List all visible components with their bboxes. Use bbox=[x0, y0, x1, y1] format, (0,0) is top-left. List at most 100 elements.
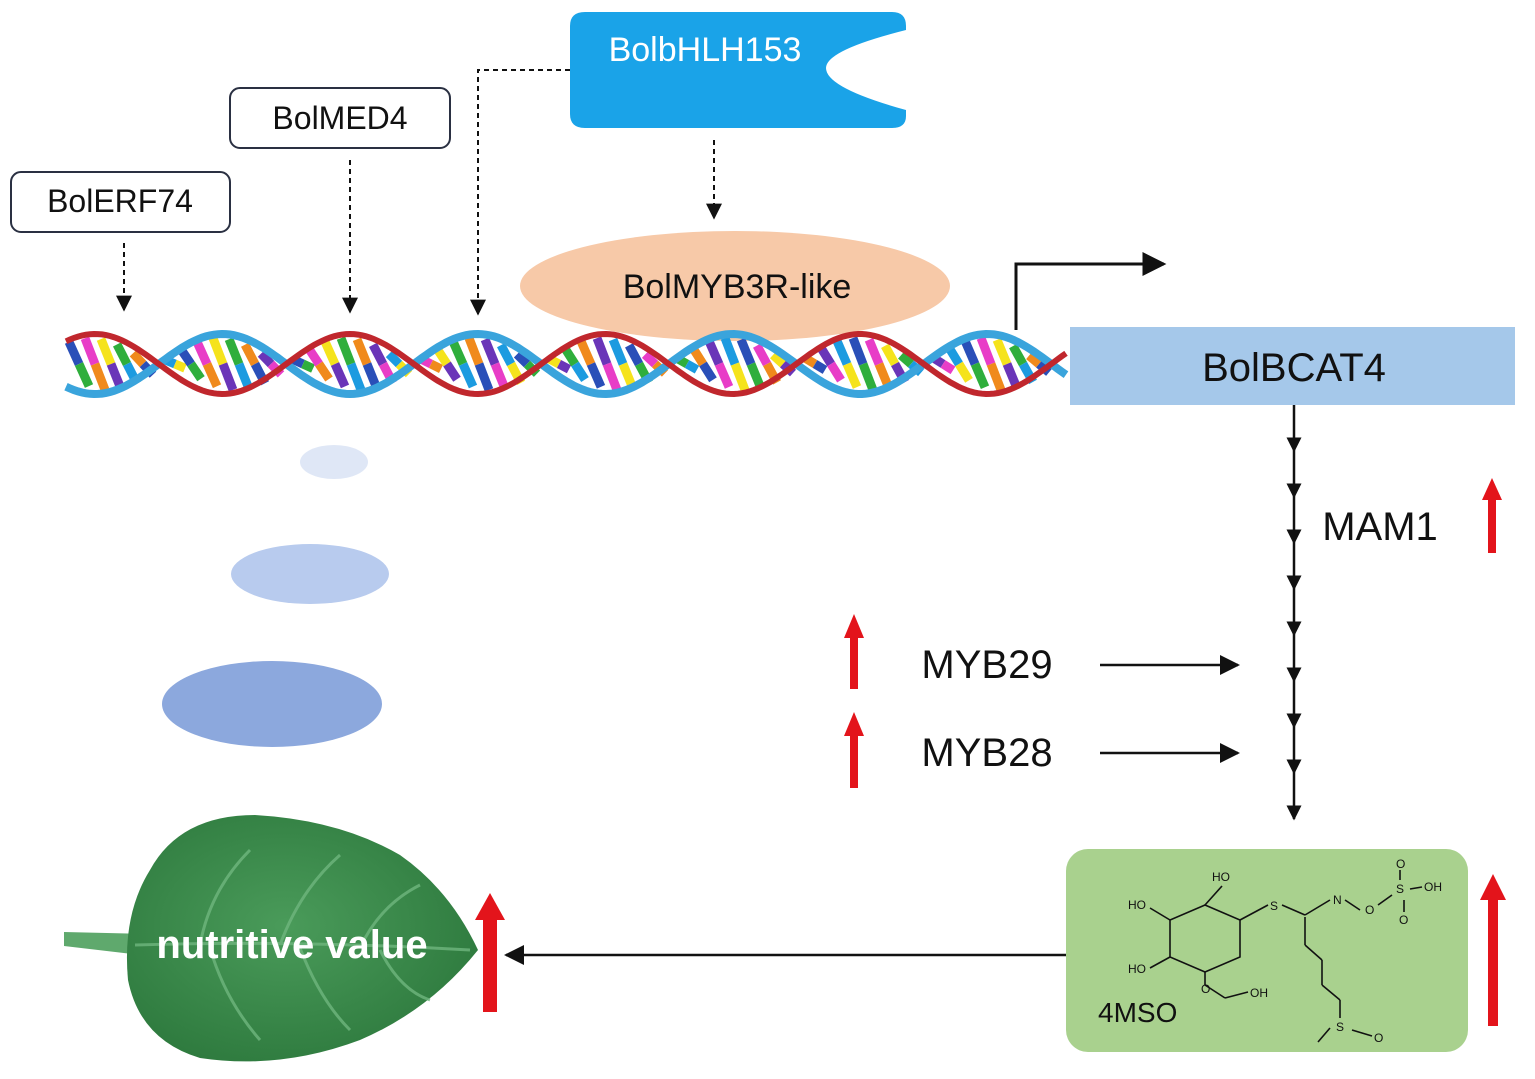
4mso-product-box: HO HO HO S N O S O O OH O OH S O 4MSO bbox=[1066, 849, 1468, 1052]
bolbhlh153-shape: BolbHLH153 bbox=[570, 12, 906, 128]
dna-base bbox=[96, 337, 116, 366]
transcription-start-arrow bbox=[1014, 252, 1167, 330]
atom-ho-top: HO bbox=[1212, 870, 1230, 884]
dna-base bbox=[602, 362, 622, 392]
dna-base bbox=[458, 362, 478, 389]
dna-base bbox=[301, 359, 315, 373]
dna-base bbox=[592, 336, 612, 366]
dna-base bbox=[192, 339, 212, 366]
atom-n: N bbox=[1333, 893, 1342, 907]
bolbhlh153-label: BolbHLH153 bbox=[609, 31, 802, 69]
4mso-label: 4MSO bbox=[1098, 997, 1177, 1028]
dna-base bbox=[753, 343, 771, 367]
atom-ho-left-upper: HO bbox=[1128, 898, 1146, 912]
dna-base bbox=[556, 360, 572, 374]
dna-base bbox=[315, 361, 333, 382]
dna-base bbox=[474, 362, 494, 392]
dna-base bbox=[448, 339, 468, 366]
dna-base bbox=[970, 362, 990, 390]
dna-base bbox=[513, 351, 531, 368]
dna-base bbox=[202, 362, 222, 389]
dna-base bbox=[336, 336, 356, 366]
dna-base bbox=[940, 360, 956, 375]
mam1-label: MAM1 bbox=[1322, 505, 1438, 549]
dna-base bbox=[561, 346, 579, 367]
myb28-up-arrow bbox=[844, 712, 864, 788]
dna-base bbox=[224, 337, 244, 366]
dna-base bbox=[490, 362, 510, 391]
dna-base bbox=[608, 337, 628, 366]
dna-base bbox=[320, 339, 340, 366]
dna-base bbox=[1009, 343, 1027, 367]
dna-base bbox=[80, 336, 100, 366]
dna-base bbox=[812, 360, 828, 374]
atom-ho-left-lower: HO bbox=[1128, 962, 1146, 976]
dna-base bbox=[704, 339, 724, 366]
atom-o-sulfo-top: O bbox=[1396, 857, 1405, 871]
atom-s-sulfoxide: S bbox=[1336, 1020, 1344, 1034]
dna-base bbox=[429, 359, 443, 373]
atom-oh-sulfo: OH bbox=[1424, 880, 1442, 894]
dna-base bbox=[305, 346, 323, 367]
dna-base bbox=[898, 351, 914, 368]
dna-base bbox=[576, 339, 596, 366]
4mso-structure bbox=[1149, 870, 1423, 1043]
leaf: nutritive value bbox=[64, 815, 479, 1062]
dna-base bbox=[464, 336, 484, 366]
dna-base bbox=[443, 361, 461, 382]
dna-base bbox=[1026, 352, 1042, 368]
dna-base bbox=[241, 342, 259, 367]
dna-base bbox=[129, 350, 147, 368]
4mso-up-arrow bbox=[1480, 874, 1506, 1026]
dna-base bbox=[945, 345, 963, 367]
dna-base bbox=[960, 338, 980, 366]
atom-o-link: O bbox=[1365, 903, 1374, 917]
dna-strand-red bbox=[64, 330, 1068, 398]
atom-o-sulfo-bottom: O bbox=[1399, 913, 1408, 927]
bolbcat4-gene-box: BolBCAT4 bbox=[1070, 327, 1515, 405]
dna-base bbox=[992, 338, 1012, 366]
atom-s-sulfo: S bbox=[1396, 882, 1404, 896]
dna-base bbox=[864, 338, 884, 366]
bolmyb3r-like-ellipse: BolMYB3R-like bbox=[520, 231, 950, 341]
dna-base bbox=[112, 342, 132, 367]
bhlh153-to-dna-dashed-arrow bbox=[470, 69, 570, 316]
dna-base bbox=[74, 362, 94, 388]
nutritive-value-up-arrow bbox=[475, 893, 505, 1012]
dna-base bbox=[385, 350, 403, 368]
dna-base bbox=[848, 336, 868, 366]
dna-base bbox=[881, 343, 899, 367]
dna-base bbox=[641, 351, 659, 368]
bolerf74-label: BolERF74 bbox=[47, 183, 193, 219]
dna-base bbox=[827, 361, 845, 383]
dna-base bbox=[64, 340, 84, 366]
dna-base bbox=[976, 336, 996, 366]
dna-base bbox=[817, 345, 835, 367]
dna-strand-blue bbox=[64, 329, 1069, 399]
bolmed4-label: BolMED4 bbox=[272, 100, 407, 136]
dna-base bbox=[730, 362, 750, 392]
dna-base bbox=[955, 361, 973, 383]
dna-base bbox=[90, 362, 110, 392]
droplet-large bbox=[162, 661, 382, 747]
dna-base bbox=[714, 362, 734, 389]
dna-base bbox=[173, 359, 187, 373]
dna-base bbox=[986, 362, 1006, 392]
dna-base bbox=[746, 362, 766, 391]
bolbcat4-label: BolBCAT4 bbox=[1202, 346, 1386, 390]
dna-base bbox=[352, 337, 372, 366]
dna-base bbox=[858, 362, 878, 392]
dna-base bbox=[586, 362, 606, 389]
myb28-label: MYB28 bbox=[921, 731, 1052, 775]
bolmed4-box: BolMED4 bbox=[229, 87, 451, 149]
atom-s-thio: S bbox=[1270, 899, 1278, 913]
dna-base bbox=[208, 336, 228, 366]
atom-o-ring: O bbox=[1201, 982, 1210, 996]
myb29-up-arrow bbox=[844, 614, 864, 689]
dna-base bbox=[842, 362, 862, 389]
bolerf74-box: BolERF74 bbox=[10, 171, 231, 233]
myb29-label: MYB29 bbox=[921, 643, 1052, 687]
dna-base bbox=[684, 360, 700, 374]
dna-base bbox=[187, 361, 205, 382]
